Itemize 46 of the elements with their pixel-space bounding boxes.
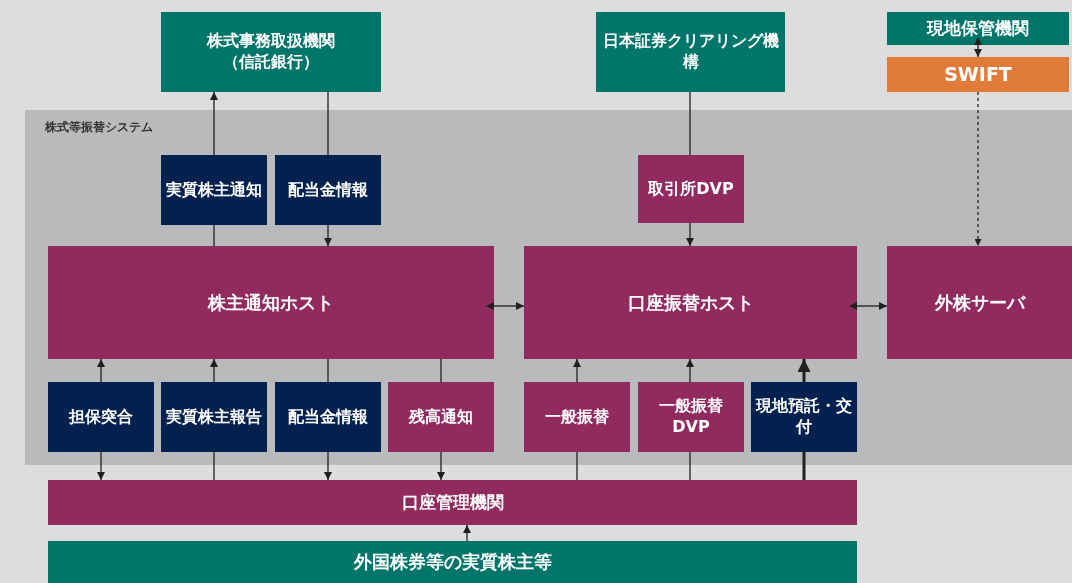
process-box: 現地保管機関 (887, 12, 1069, 45)
process-box: 一般振替 (524, 382, 630, 452)
connector-line (576, 451, 578, 481)
arrow (486, 302, 525, 310)
arrow (573, 358, 581, 383)
connector-line (213, 224, 215, 247)
arrow (97, 358, 105, 383)
connector-line (689, 91, 691, 156)
arrow (210, 91, 218, 156)
system-area-panel (25, 110, 1072, 465)
connector-line (689, 451, 691, 481)
arrow (849, 302, 888, 310)
process-box: 実質株主通知 (161, 155, 267, 225)
process-box: 配当金情報 (275, 382, 381, 452)
process-box: 実質株主報告 (161, 382, 267, 452)
connector-line (327, 91, 329, 156)
process-box: 配当金情報 (275, 155, 381, 225)
process-box: 残高通知 (388, 382, 494, 452)
group-title: 株式等振替システム (45, 120, 153, 136)
arrow (974, 91, 982, 247)
connector-line (440, 358, 442, 383)
process-box: 外国株券等の実質株主等 (48, 541, 857, 583)
process-box: 外株サーバ (887, 246, 1072, 359)
arrow (974, 37, 982, 58)
process-box: 口座振替ホスト (524, 246, 857, 359)
connector-line (802, 452, 806, 480)
arrow (463, 524, 471, 542)
arrow (210, 358, 218, 383)
arrow (324, 224, 332, 247)
arrow (797, 359, 811, 382)
process-box: 株式事務取扱機関（信託銀行） (161, 12, 381, 92)
arrow (97, 451, 105, 481)
process-box: SWIFT (887, 57, 1069, 92)
process-box: 株主通知ホスト (48, 246, 494, 359)
connector-line (327, 358, 329, 383)
process-box: 一般振替DVP (638, 382, 744, 452)
arrow (686, 358, 694, 383)
process-box: 取引所DVP (638, 155, 744, 223)
process-box: 現地預託・交付 (751, 382, 857, 452)
connector-line (213, 451, 215, 481)
arrow (686, 222, 694, 247)
arrow (324, 451, 332, 481)
process-box: 日本証券クリアリング機構 (596, 12, 785, 92)
arrow (437, 451, 445, 481)
process-box: 担保突合 (48, 382, 154, 452)
process-box: 口座管理機関 (48, 480, 857, 525)
